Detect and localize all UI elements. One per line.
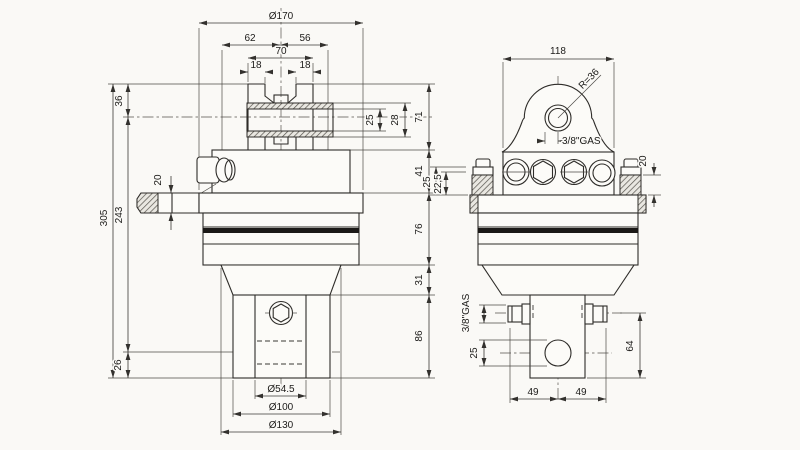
clevis-head <box>246 83 334 151</box>
dim-49-left: 49 <box>527 387 539 398</box>
dim-18-right: 18 <box>299 60 311 71</box>
dim-25-flange: 25 <box>422 176 433 188</box>
mounting-plate <box>136 192 200 214</box>
dim-dia170: Ø170 <box>269 11 294 22</box>
dim-31: 31 <box>414 274 425 286</box>
valve-row <box>502 151 616 196</box>
side-shaft <box>529 294 586 379</box>
front-dims-left: 305 36 243 26 20 <box>98 84 174 378</box>
dim-dia54: Ø54.5 <box>267 384 295 395</box>
side-body-stack <box>469 194 647 266</box>
front-dims-top: Ø170 62 56 70 18 18 <box>199 10 363 75</box>
dim-243: 243 <box>114 206 125 223</box>
front-view: Ø170 62 56 70 18 18 305 36 243 26 <box>98 8 435 435</box>
cross-hole <box>544 339 572 367</box>
side-seal-band <box>478 228 638 233</box>
pin-section-upper <box>246 102 334 110</box>
dim-118: 118 <box>550 46 566 57</box>
front-extension-lines <box>108 28 435 435</box>
dim-dia100: Ø100 <box>269 402 294 413</box>
dim-86: 86 <box>414 330 425 342</box>
seal-band <box>203 228 359 233</box>
port-hex-left <box>507 305 523 323</box>
dim-56: 56 <box>299 33 311 44</box>
side-dims-shaft: 3/8"GAS 25 64 49 49 <box>460 292 646 403</box>
pin-section-lower <box>246 130 334 138</box>
dim-26: 26 <box>113 359 124 371</box>
dim-28-pin: 28 <box>390 114 401 126</box>
side-shaft-assembly <box>480 264 636 379</box>
label-top-thread: 3/8"GAS <box>562 136 601 147</box>
dim-25-hole: 25 <box>469 347 480 359</box>
side-dims-flange-left: 25 22,5 <box>421 166 468 196</box>
dim-dia130: Ø130 <box>269 420 294 431</box>
radius-leader <box>557 94 582 119</box>
side-taper <box>480 264 636 296</box>
plug-2 <box>529 158 557 186</box>
taper <box>220 264 342 296</box>
dim-305: 305 <box>99 209 110 226</box>
label-side-thread: 3/8"GAS <box>461 293 472 332</box>
dim-70: 70 <box>275 46 287 57</box>
side-flange <box>469 194 647 214</box>
dim-18-left: 18 <box>250 60 262 71</box>
dim-71: 71 <box>414 111 425 123</box>
body-stack <box>198 192 364 266</box>
shaft-assembly <box>220 264 342 379</box>
dim-20-block: 20 <box>638 155 649 167</box>
dim-41: 41 <box>414 165 425 177</box>
front-dims-bottom: Ø54.5 Ø100 Ø130 <box>221 383 341 435</box>
side-view: R=36 3/8"GAS <box>421 45 661 403</box>
port-plug <box>215 157 233 183</box>
port-flange-left <box>521 303 531 325</box>
clamp-bolt-right <box>619 158 642 196</box>
dim-r36: R=36 <box>577 66 602 91</box>
dim-49-right: 49 <box>575 387 587 398</box>
dim-25-pin: 25 <box>365 114 376 126</box>
flange <box>198 192 364 214</box>
dim-62: 62 <box>244 33 256 44</box>
dim-76: 76 <box>414 223 425 235</box>
front-dims-right: 25 28 71 41 76 31 86 <box>364 84 432 378</box>
dim-22-5: 22,5 <box>433 174 444 194</box>
dim-36: 36 <box>114 95 125 107</box>
head-housing <box>196 149 351 196</box>
side-dims-block-right: 20 <box>637 154 661 207</box>
port-hex-right <box>592 305 608 323</box>
dim-20-plate: 20 <box>153 174 164 186</box>
port-flange-right <box>584 303 594 325</box>
side-dims-top: 118 <box>502 45 615 148</box>
dim-64: 64 <box>625 340 636 352</box>
clamp-bolt-left <box>471 158 494 196</box>
